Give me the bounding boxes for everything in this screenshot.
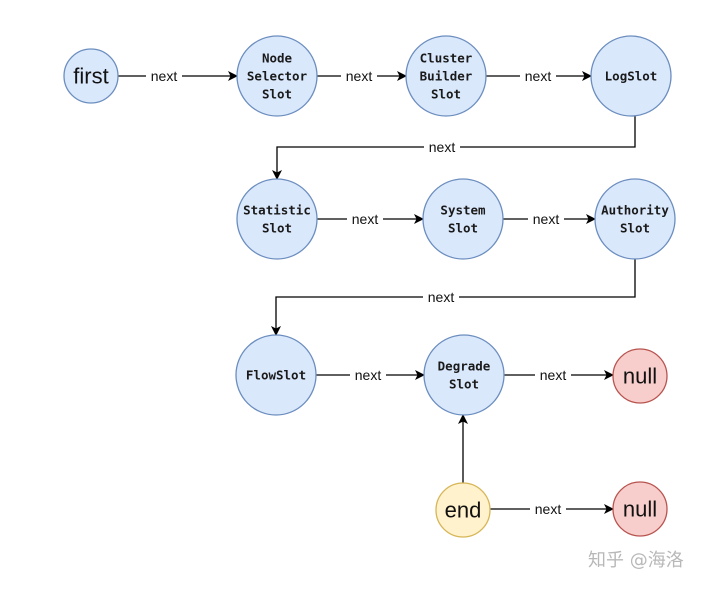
node-null-1: null: [612, 348, 668, 404]
edge-log-slot-to-statistic-slot: next: [272, 116, 636, 180]
node-label: null: [623, 497, 657, 522]
node-label: Statistic: [243, 203, 311, 218]
node-label: Cluster: [420, 51, 473, 66]
node-label: LogSlot: [605, 69, 658, 84]
edge-label: next: [533, 211, 560, 227]
node-circle: [423, 334, 505, 416]
edge-label-background: [530, 500, 566, 517]
edge-label-background: [535, 366, 571, 383]
node-circle: [612, 481, 668, 537]
node-label: Slot: [620, 221, 650, 236]
node-label: Selector: [247, 69, 308, 84]
node-label: FlowSlot: [246, 368, 306, 383]
edge-label: next: [540, 367, 567, 383]
edge-label-background: [341, 67, 377, 84]
edge-label: next: [346, 68, 373, 84]
node-end: end: [435, 482, 491, 538]
node-flow-slot: FlowSlot: [235, 334, 317, 416]
edge-label: next: [428, 289, 455, 305]
edge-authority-slot-to-flow-slot: next: [271, 259, 636, 336]
watermark: 知乎 @海洛: [588, 550, 684, 571]
edge-first-to-node-selector: next: [118, 67, 238, 84]
node-label: Degrade: [438, 359, 491, 374]
node-circle: [590, 35, 672, 117]
edge-node-selector-to-cluster-builder: next: [317, 67, 407, 84]
node-circle: [435, 482, 491, 538]
edge-label: next: [355, 367, 382, 383]
node-circle: [236, 35, 318, 117]
edge-label-background: [424, 138, 460, 155]
edge-label-background: [423, 288, 459, 305]
node-first: first: [63, 48, 119, 104]
node-label: Slot: [448, 221, 478, 236]
node-label: System: [440, 203, 486, 218]
node-label: Slot: [449, 377, 479, 392]
node-label: Authority: [601, 203, 669, 218]
edge-label-background: [146, 67, 182, 84]
edge-label: next: [352, 211, 379, 227]
node-label: first: [73, 64, 108, 89]
edge-label: next: [535, 501, 562, 517]
node-label: Slot: [431, 87, 461, 102]
node-circle: [612, 348, 668, 404]
edge-label-background: [350, 366, 386, 383]
node-log-slot: LogSlot: [590, 35, 672, 117]
edge-label: next: [429, 139, 456, 155]
edge-statistic-slot-to-system-slot: next: [317, 210, 424, 227]
node-circle: [235, 334, 317, 416]
edge-cluster-builder-to-log-slot: next: [486, 67, 592, 84]
edge-system-slot-to-authority-slot: next: [503, 210, 596, 227]
node-circle: [236, 178, 318, 260]
edge-label-background: [528, 210, 564, 227]
node-null-2: null: [612, 481, 668, 537]
edge-label-background: [347, 210, 383, 227]
node-circle: [594, 178, 676, 260]
node-circle: [63, 48, 119, 104]
edge-label: next: [151, 68, 178, 84]
edge-end-to-null-2: next: [490, 500, 614, 517]
edge-flow-slot-to-degrade-slot: next: [316, 366, 425, 383]
node-label: end: [445, 498, 482, 523]
node-label: Slot: [262, 87, 292, 102]
edge-label: next: [525, 68, 552, 84]
node-circle: [422, 178, 504, 260]
node-label: Node: [262, 51, 293, 66]
node-label: Builder: [420, 69, 473, 84]
node-label: Slot: [262, 221, 292, 236]
edge-label-background: [520, 67, 556, 84]
edge-degrade-slot-to-null-1: next: [504, 366, 614, 383]
node-label: null: [623, 364, 657, 389]
node-circle: [405, 35, 487, 117]
